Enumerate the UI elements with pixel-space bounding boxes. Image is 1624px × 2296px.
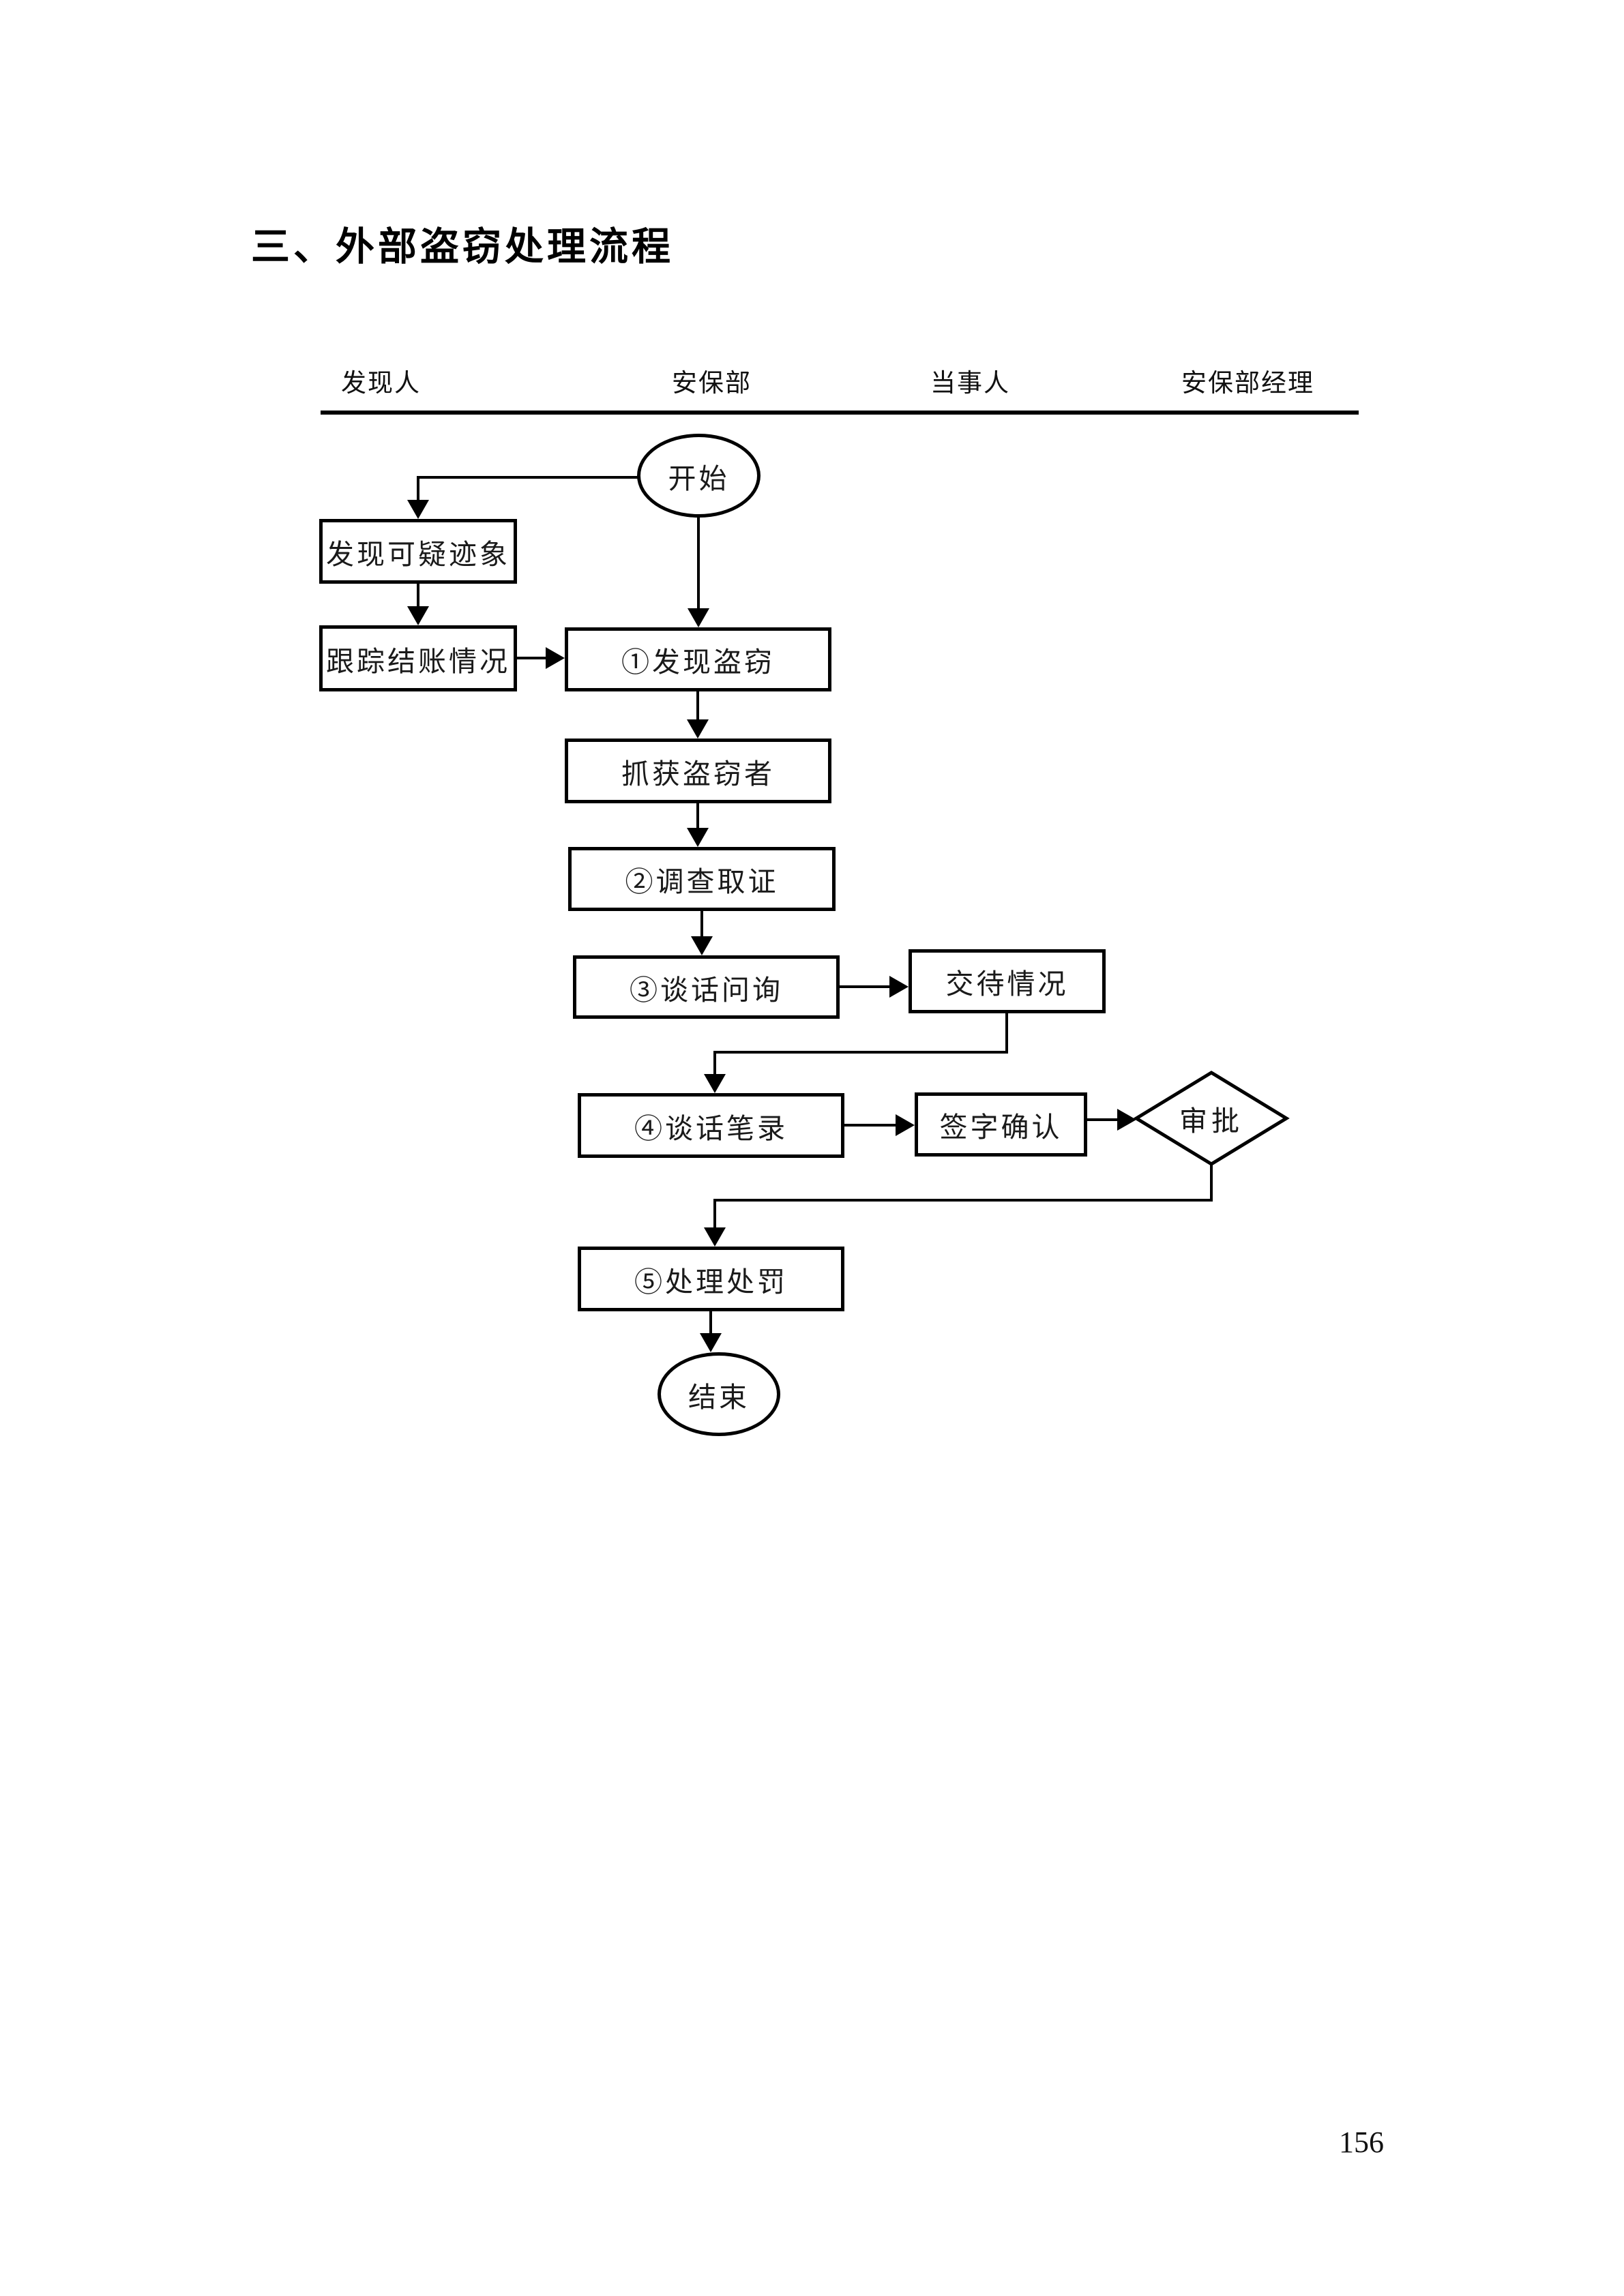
flow-node-sign-confirm: 签字确认	[915, 1092, 1087, 1157]
arrowhead-down-icon	[687, 828, 709, 847]
flow-node-track-checkout: 跟踪结账情况	[319, 625, 517, 691]
node-label: ④谈话笔录	[634, 1112, 788, 1144]
connector-discover-theft-to-capture-thief	[687, 691, 709, 739]
node-label: 抓获盗窃者	[621, 758, 775, 790]
page-title: 三、外部盗窃处理流程	[251, 225, 674, 269]
node-label: 开始	[668, 462, 730, 494]
flow-node-transcript: ④谈话笔录	[578, 1093, 844, 1158]
flow-node-start: 开始	[637, 434, 761, 518]
lane-header-discoverer: 发现人	[341, 370, 421, 398]
node-label: 签字确认	[939, 1112, 1063, 1143]
connector-investigate-to-interview	[691, 910, 713, 955]
arrowhead-down-icon	[688, 608, 709, 627]
node-label: 交待情况	[945, 968, 1069, 1000]
arrowhead-down-icon	[704, 1074, 726, 1093]
lane-header-security-dept: 安保部	[672, 370, 752, 398]
connector-punish-to-end	[700, 1311, 722, 1352]
flow-node-punish: ⑤处理处罚	[578, 1247, 844, 1311]
flow-node-suspect-signs: 发现可疑迹象	[319, 519, 517, 584]
node-label: ⑤处理处罚	[634, 1266, 788, 1298]
flow-node-investigate: ②调查取证	[568, 847, 836, 911]
lane-header-rule	[321, 411, 1359, 415]
node-label: ③谈话问询	[630, 974, 783, 1006]
arrowhead-down-icon	[704, 1227, 726, 1247]
flow-node-end: 结束	[658, 1352, 780, 1436]
arrowhead-down-icon	[700, 1333, 722, 1352]
arrowhead-right-icon	[896, 1114, 915, 1136]
node-label: 发现可疑迹象	[326, 538, 510, 570]
arrowhead-down-icon	[407, 500, 429, 519]
decision-diamond-shape	[1133, 1071, 1290, 1166]
flow-node-discover-theft: ①发现盗窃	[565, 627, 831, 691]
arrowhead-right-icon	[1117, 1109, 1136, 1131]
node-label: ②调查取证	[625, 866, 779, 897]
connector-explain-to-transcript	[704, 1013, 1008, 1093]
node-label: ①发现盗窃	[621, 646, 775, 678]
flow-node-capture-thief: 抓获盗窃者	[565, 739, 831, 803]
node-label: 结束	[688, 1381, 750, 1413]
arrowhead-down-icon	[691, 936, 713, 955]
lane-header-security-manager: 安保部经理	[1181, 370, 1314, 398]
arrowhead-down-icon	[687, 719, 709, 739]
connector-transcript-to-sign-confirm	[844, 1114, 915, 1136]
page-number: 156	[1339, 2126, 1384, 2159]
flow-node-explain: 交待情况	[909, 949, 1106, 1013]
lane-header-party-involved: 当事人	[930, 370, 1010, 398]
connector-capture-thief-to-investigate	[687, 803, 709, 847]
connector-suspect-signs-to-track-checkout	[407, 583, 429, 625]
connector-start-to-discover-theft	[688, 517, 709, 627]
arrowhead-right-icon	[546, 647, 565, 669]
connector-sign-confirm-to-approve	[1087, 1109, 1136, 1131]
flow-node-approve: 审批	[1179, 1105, 1243, 1137]
connector-interview-to-explain	[839, 976, 909, 998]
connector-approve-to-punish	[704, 1164, 1213, 1247]
flow-node-interview: ③谈话问询	[573, 955, 840, 1019]
connector-start-to-suspect-signs	[407, 476, 638, 519]
arrowhead-down-icon	[407, 606, 429, 625]
node-label: 跟踪结账情况	[326, 645, 510, 677]
arrowhead-right-icon	[889, 976, 909, 998]
connector-track-checkout-to-discover-theft	[516, 647, 565, 669]
